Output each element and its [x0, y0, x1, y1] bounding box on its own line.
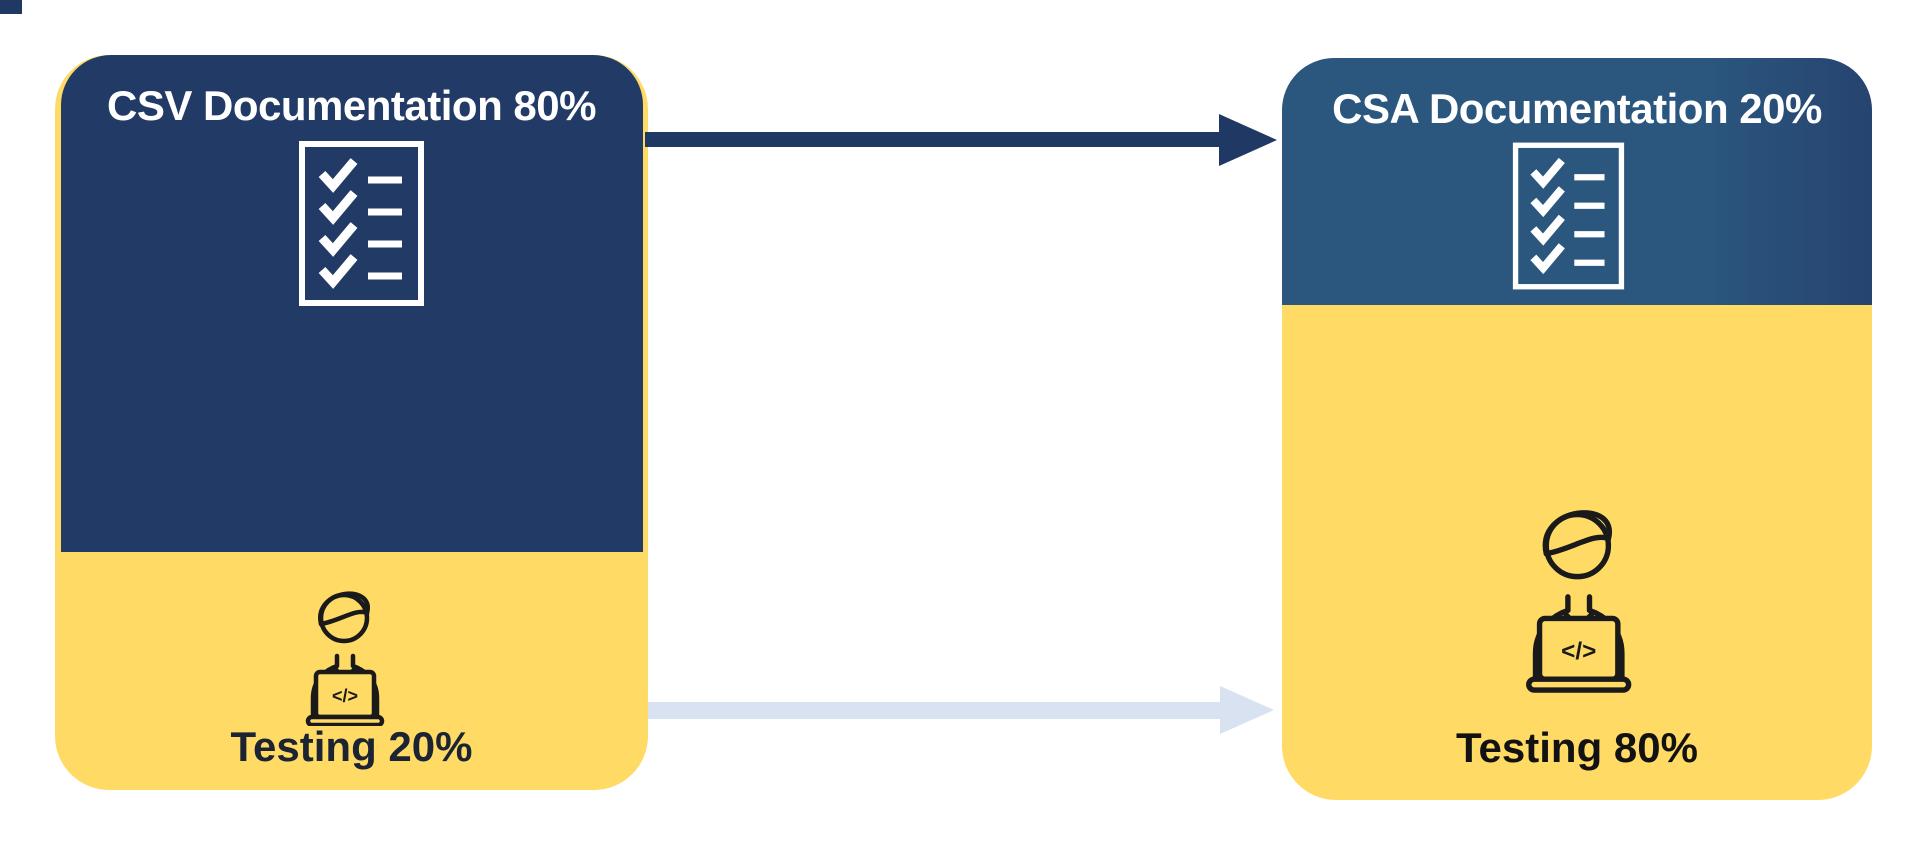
- corner-artifact: [0, 0, 22, 14]
- code-glyph: </>: [1561, 638, 1596, 665]
- csa-card: CSA Documentation 20%: [1282, 58, 1872, 800]
- developer-at-laptop-icon: </>: [305, 591, 385, 726]
- documentation-arrow: [645, 114, 1277, 166]
- csa-card-title: CSA Documentation 20%: [1332, 85, 1822, 132]
- checklist-document-icon: [299, 141, 424, 306]
- testing-arrow: [648, 686, 1274, 734]
- csv-testing-label: Testing 20%: [230, 723, 473, 770]
- csv-card: CSV Documentation 80%: [55, 55, 648, 790]
- checklist-document-icon: [1512, 142, 1625, 290]
- developer-at-laptop-icon: </>: [1526, 510, 1632, 693]
- csv-card-title: CSV Documentation 80%: [107, 82, 596, 129]
- code-glyph: </>: [332, 686, 358, 706]
- csa-testing-label: Testing 80%: [1456, 724, 1698, 771]
